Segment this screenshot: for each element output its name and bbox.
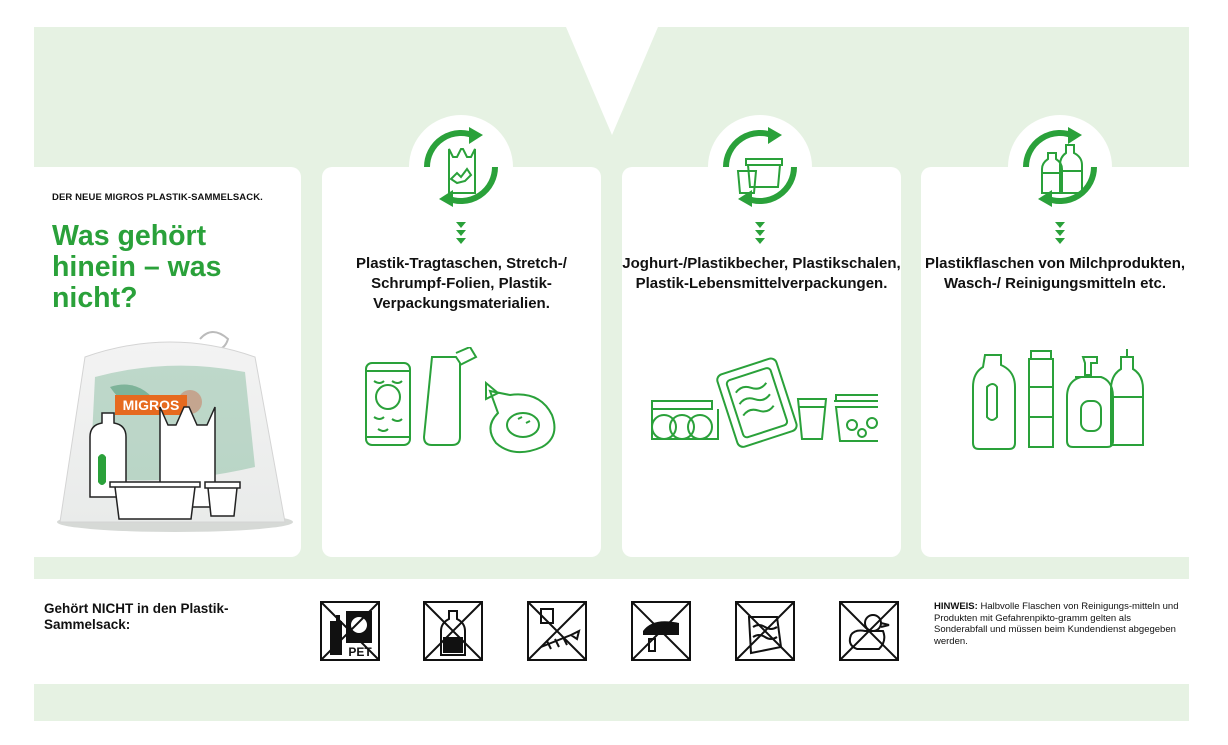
bottles-icon (1041, 144, 1083, 194)
bottles-illustration (972, 349, 1144, 450)
notch-shape (566, 27, 658, 135)
category-card-bottles: Plastikflaschen von Milchprodukten, Wasc… (921, 167, 1189, 557)
hint-text: HINWEIS: Halbvolle Flaschen von Reinigun… (934, 601, 1184, 647)
bag-brand-text: MIGROS (123, 397, 180, 413)
category-caption: Plastikflaschen von Milchprodukten, Wasc… (924, 255, 1186, 292)
intro-headline: Was gehört hinein – was nicht? (52, 220, 222, 314)
category-caption: Plastik-Tragtaschen, Stretch-/ Schrumpf-… (356, 255, 567, 312)
iron-icon (631, 601, 691, 661)
intro-subtitle: DER NEUE MIGROS PLASTIK-SAMMELSACK. (52, 192, 263, 203)
oil-bottle-icon (423, 601, 483, 661)
down-arrow-icon (755, 222, 765, 244)
recycle-container-badge (708, 115, 812, 219)
migros-logo-label (115, 395, 187, 415)
food-container-icon (736, 158, 783, 194)
down-arrow-icon (456, 222, 466, 244)
not-allowed-label: Gehört NICHT in den Plastik-Sammelsack: (44, 601, 229, 632)
soft-plastic-illustration (365, 347, 556, 454)
footer-strip (34, 684, 1189, 721)
collection-bag-image: MIGROS (57, 331, 293, 532)
pet-bottle-icon: PET (320, 601, 380, 661)
food-waste-icon (527, 601, 587, 661)
category-card-bags: Plastik-Tragtaschen, Stretch-/ Schrumpf-… (322, 167, 601, 557)
pet-label: PET (348, 645, 372, 659)
containers-illustration (651, 357, 878, 448)
hint-body: Halbvolle Flaschen von Reinigungs-mittel… (934, 601, 1179, 647)
sandwich-wrap-icon (735, 601, 795, 661)
hint-label: HINWEIS: (934, 601, 978, 612)
recycle-bag-badge (409, 115, 513, 219)
rubber-duck-icon (839, 601, 899, 661)
category-caption: Joghurt-/Plastikbecher, Plastikschalen, … (622, 255, 901, 292)
recycle-bottle-badge (1008, 115, 1112, 219)
intro-card: DER NEUE MIGROS PLASTIK-SAMMELSACK. Was … (34, 167, 301, 557)
down-arrow-icon (1055, 222, 1065, 244)
shopping-bag-icon (448, 148, 476, 194)
